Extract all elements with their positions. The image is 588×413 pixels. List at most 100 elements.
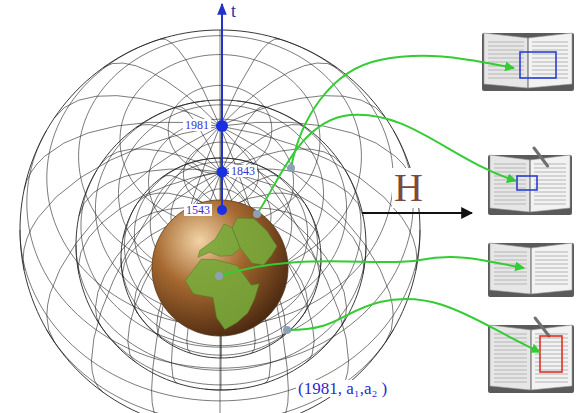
mapping-arrow — [219, 257, 524, 276]
book-text-line — [494, 260, 527, 261]
book-text-line — [494, 256, 527, 257]
book-text-line — [535, 378, 568, 379]
book-text-line — [488, 70, 524, 71]
book-text-line — [534, 192, 566, 193]
book-text-line — [494, 284, 527, 285]
time-point — [217, 205, 227, 215]
book-text-line — [494, 362, 527, 363]
book-text-line — [532, 66, 568, 67]
book-text-line — [494, 188, 526, 189]
book-picture — [488, 243, 574, 297]
book-text-line — [488, 58, 524, 59]
book-text-line — [534, 172, 566, 173]
continent — [232, 218, 277, 265]
sphere-point — [253, 210, 261, 218]
book-text-line — [535, 252, 568, 253]
book-text-line — [494, 354, 527, 355]
book-text-line — [532, 62, 568, 63]
point-label: (1981, a₁,a₂ ) — [296, 380, 389, 397]
book-text-line — [534, 188, 566, 189]
book-gutter — [531, 248, 532, 294]
highlight-box — [517, 176, 537, 190]
book-page — [490, 325, 531, 390]
book-text-line — [494, 334, 527, 335]
book-gutter — [528, 38, 529, 88]
book-picture — [482, 33, 574, 91]
earth-globe — [152, 200, 288, 336]
book-cover — [488, 325, 574, 393]
book-text-line — [494, 272, 527, 273]
time-point — [216, 120, 228, 132]
time-point — [217, 167, 228, 178]
book-gutter — [531, 330, 532, 390]
book-text-line — [494, 204, 526, 205]
sphere-point — [283, 326, 291, 334]
sphere-point — [287, 164, 295, 172]
book-page — [490, 243, 531, 294]
book-text-line — [535, 284, 568, 285]
book-text-line — [535, 268, 568, 269]
book-text-line — [494, 346, 527, 347]
year-label: 1843 — [229, 165, 257, 177]
book-text-line — [488, 54, 524, 55]
book-text-line — [494, 370, 527, 371]
book-text-line — [532, 70, 568, 71]
book-text-line — [534, 176, 566, 177]
book-text-line — [534, 204, 566, 205]
book-text-line — [535, 382, 568, 383]
book-text-line — [494, 168, 526, 169]
mapping-arrow — [291, 56, 514, 168]
book-text-line — [535, 264, 568, 265]
axis-label: t — [229, 2, 238, 20]
book-gutter — [530, 160, 531, 212]
book-text-line — [494, 252, 527, 253]
book-text-line — [535, 374, 568, 375]
book-text-line — [494, 350, 527, 351]
book-page — [484, 33, 528, 88]
wireframe-sphere — [20, 30, 420, 413]
book-text-line — [532, 58, 568, 59]
mapping-arrow — [287, 299, 540, 352]
book-text-line — [494, 280, 527, 281]
book-page — [490, 155, 530, 212]
book-text-line — [494, 366, 527, 367]
book-text-line — [534, 184, 566, 185]
mapping-arrow — [257, 115, 516, 214]
map-arrow — [362, 212, 472, 214]
book-text-line — [535, 280, 568, 281]
book-text-line — [488, 78, 524, 79]
book-text-line — [488, 50, 524, 51]
time-axis — [221, 4, 223, 210]
pen — [535, 318, 549, 336]
book-picture — [488, 148, 572, 215]
year-label: 1981 — [183, 119, 211, 131]
book-text-line — [488, 62, 524, 63]
highlight-box — [520, 52, 556, 78]
book-cover — [488, 155, 572, 215]
book-page — [531, 243, 572, 294]
book-text-line — [534, 200, 566, 201]
book-text-line — [532, 46, 568, 47]
book-text-line — [532, 42, 568, 43]
book-text-line — [494, 192, 526, 193]
book-text-line — [535, 276, 568, 277]
book-text-line — [494, 196, 526, 197]
book-text-line — [488, 74, 524, 75]
book-text-line — [534, 196, 566, 197]
year-label: 1543 — [184, 204, 212, 216]
book-text-line — [494, 184, 526, 185]
book-page — [531, 325, 572, 390]
book-text-line — [494, 172, 526, 173]
book-text-line — [494, 358, 527, 359]
book-text-line — [494, 382, 527, 383]
book-text-line — [532, 54, 568, 55]
book-text-line — [494, 200, 526, 201]
book-picture — [488, 318, 574, 393]
book-text-line — [494, 378, 527, 379]
pen — [534, 148, 548, 166]
book-text-line — [488, 42, 524, 43]
book-cover — [482, 33, 574, 91]
map-label: H — [392, 168, 425, 208]
book-text-line — [494, 276, 527, 277]
